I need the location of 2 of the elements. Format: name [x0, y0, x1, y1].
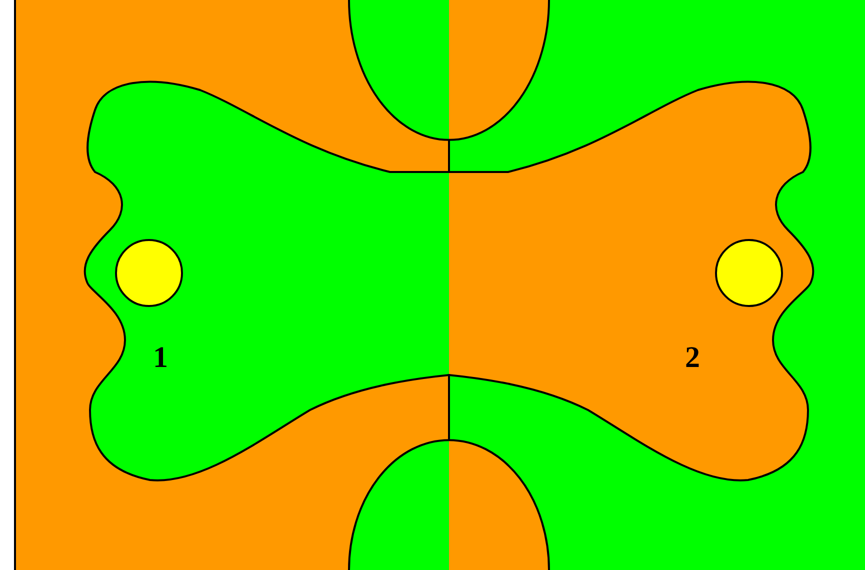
region-number: 1: [153, 343, 168, 373]
region-number: 2: [685, 343, 700, 373]
